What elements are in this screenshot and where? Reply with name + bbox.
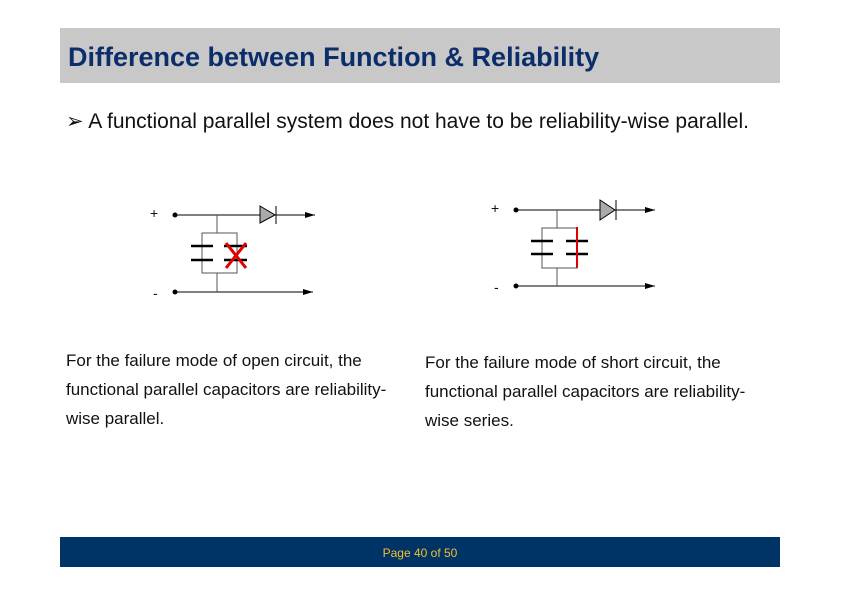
plus-label: + xyxy=(150,205,158,221)
circuit-open: + - xyxy=(150,205,315,301)
page-number: Page 40 of 50 xyxy=(382,546,458,560)
plus-label: + xyxy=(491,200,499,216)
diode-icon xyxy=(259,205,277,224)
open-fault-x-icon xyxy=(224,242,248,269)
diode-icon xyxy=(599,199,616,221)
arrow-bullet-icon: ➢ xyxy=(66,110,84,133)
footer-bar: Page 40 of 50 xyxy=(60,537,780,567)
caption-short-circuit: For the failure mode of short circuit, t… xyxy=(425,353,746,430)
circuit-short: + - xyxy=(491,199,655,295)
minus-label: - xyxy=(494,279,499,295)
minus-label: - xyxy=(153,285,158,301)
slide-title: Difference between Function & Reliabilit… xyxy=(68,42,600,72)
bullet-point: ➢ A functional parallel system does not … xyxy=(66,105,786,138)
bullet-text: A functional parallel system does not ha… xyxy=(88,110,749,133)
title-bar: Difference between Function & Reliabilit… xyxy=(60,28,780,83)
caption-open-circuit: For the failure mode of open circuit, th… xyxy=(66,351,387,428)
